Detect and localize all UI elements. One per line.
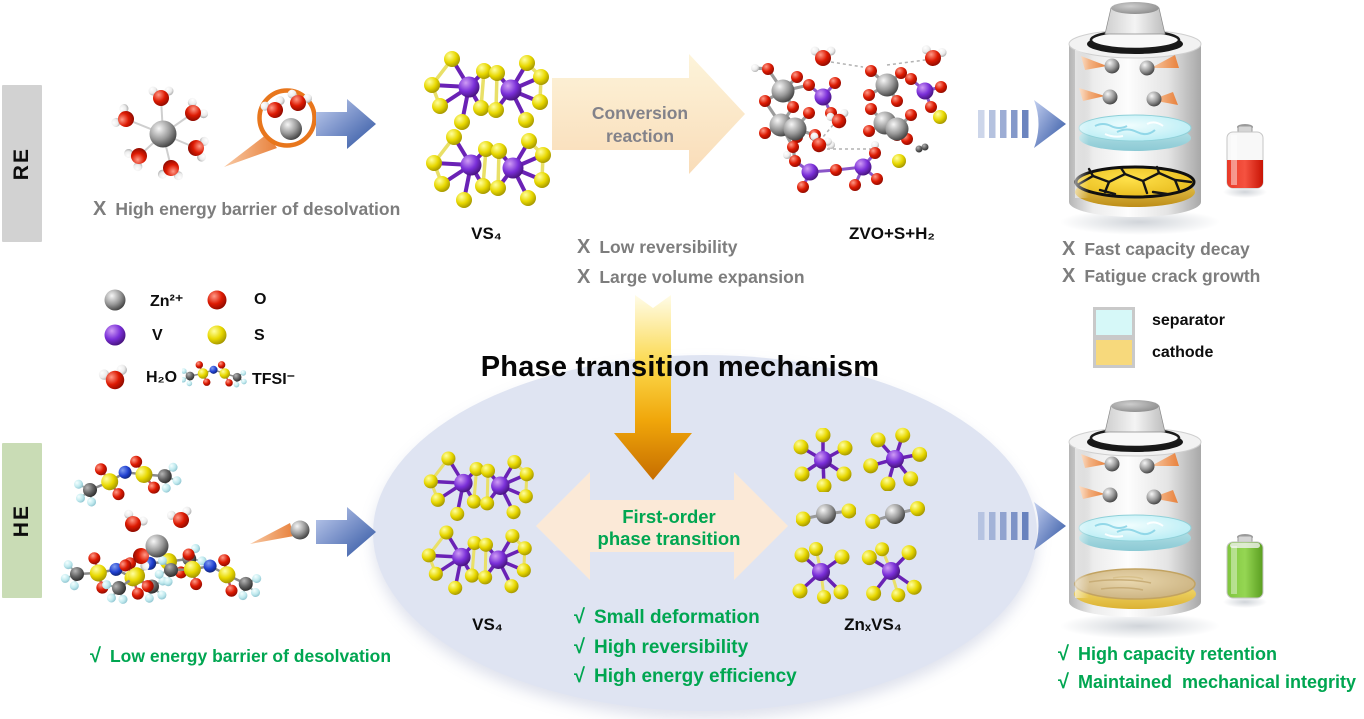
znxvs4-label: ZnₓVS₄ — [844, 615, 902, 634]
he-benefit-2: √ High reversibility — [574, 636, 748, 659]
re-desolvation-text: High energy barrier of desolvation — [115, 199, 401, 219]
battery-indicator-low-icon — [1223, 124, 1267, 198]
znxvs4-unit-linear-1 — [796, 502, 856, 528]
v-atom-icon — [104, 324, 126, 346]
cracked-cathode-disk — [1074, 165, 1196, 207]
vs4-label-re: VS₄ — [471, 224, 502, 243]
he-desolvation-note: √ Low energy barrier of desolvation — [90, 645, 391, 668]
legend-h2o-label: H₂O — [146, 369, 178, 386]
x-mark-icon: X — [1062, 238, 1076, 260]
he-battery-note-2: √ Maintained mechanical integrity — [1058, 671, 1356, 694]
re-row-tag: RE — [2, 85, 42, 242]
he-battery-note-1: √ High capacity retention — [1058, 643, 1277, 666]
zn-atom-icon — [104, 289, 126, 311]
cathode-legend-label: cathode — [1152, 344, 1214, 361]
he-flow-arrow-icon — [316, 507, 376, 557]
x-mark-icon: X — [93, 198, 107, 220]
x-mark-icon: X — [1062, 265, 1076, 287]
legend-s-label: S — [254, 327, 265, 344]
conversion-line1: Conversion — [591, 103, 689, 123]
zvo-product-structure — [751, 43, 949, 193]
check-mark-icon: √ — [574, 636, 585, 658]
re-battery-note-2-text: Fatigue crack growth — [1084, 266, 1261, 286]
zvo-label: ZVO+S+H₂ — [849, 224, 935, 243]
tfsi-molecule-icon — [182, 360, 248, 389]
zn-hexahydrate-cluster-icon — [108, 85, 212, 182]
he-row-tag: HE — [2, 443, 42, 598]
re-dashed-arrow-icon — [978, 100, 1066, 148]
check-mark-icon: √ — [574, 665, 585, 687]
first-order-line2: phase transition — [597, 528, 741, 549]
separator-disk — [1078, 114, 1192, 151]
separator-swatch — [1093, 307, 1135, 338]
he-battery-note-1-text: High capacity retention — [1077, 644, 1278, 664]
legend-v-label: V — [152, 327, 163, 344]
znxvs4-unit-star-1 — [791, 428, 855, 492]
znxvs4-unit-x-2 — [859, 539, 923, 603]
desolvation-zoom-callout-icon — [224, 87, 317, 167]
conversion-reaction-text: Conversion reaction — [570, 102, 710, 148]
re-flow-arrow-icon — [316, 99, 376, 149]
phase-transition-down-arrow — [614, 295, 692, 480]
re-battery-note-1-text: Fast capacity decay — [1084, 239, 1250, 259]
battery-cell-intact — [1060, 400, 1220, 639]
he-ion-transfer-icon — [250, 520, 310, 544]
x-mark-icon: X — [577, 266, 591, 288]
conversion-reaction-arrow — [552, 54, 745, 174]
legend-tfsi-label: TFSI⁻ — [252, 371, 296, 388]
check-mark-icon: √ — [1058, 671, 1069, 693]
check-mark-icon: √ — [90, 645, 101, 667]
znxvs4-unit-star-2 — [863, 427, 927, 491]
he-row-tag-label: HE — [10, 503, 33, 538]
separator-legend-label: separator — [1152, 312, 1225, 329]
legend-o-label: O — [254, 291, 267, 308]
znxvs4-unit-x-1 — [790, 540, 852, 604]
he-dashed-arrow-icon — [978, 502, 1066, 550]
separator-disk — [1078, 514, 1192, 551]
o-atom-icon — [207, 290, 227, 310]
vs4-structure-he — [420, 449, 536, 596]
he-benefit-1-text: Small deformation — [593, 607, 760, 628]
re-issue-2: X Large volume expansion — [577, 266, 805, 289]
check-mark-icon: √ — [1058, 643, 1069, 665]
he-benefit-3-text: High energy efficiency — [593, 666, 797, 687]
first-order-double-arrow — [536, 472, 788, 580]
re-issue-1: X Low reversibility — [577, 236, 737, 259]
he-benefit-2-text: High reversibility — [593, 637, 749, 658]
intact-cathode-disk — [1074, 568, 1196, 609]
re-battery-note-2: X Fatigue crack growth — [1062, 265, 1260, 288]
he-benefit-3: √ High energy efficiency — [574, 665, 797, 688]
re-issue-1-text: Low reversibility — [599, 237, 738, 257]
he-benefit-1: √ Small deformation — [574, 606, 760, 629]
vs4-structure-re — [422, 49, 553, 208]
battery-cell-degraded — [1060, 2, 1220, 235]
first-order-line1: First-order — [622, 506, 716, 527]
battery-indicator-full-icon — [1223, 534, 1267, 608]
h2o-molecule-icon — [96, 362, 133, 394]
legend-zn-label: Zn²⁺ — [150, 293, 184, 310]
re-issue-2-text: Large volume expansion — [599, 267, 805, 287]
re-desolvation-note: X High energy barrier of desolvation — [93, 198, 400, 221]
re-row-tag-label: RE — [10, 146, 33, 181]
vs4-label-he: VS₄ — [472, 615, 503, 634]
re-battery-note-1: X Fast capacity decay — [1062, 238, 1250, 261]
x-mark-icon: X — [577, 236, 591, 258]
he-desolvation-text: Low energy barrier of desolvation — [109, 646, 392, 666]
s-atom-icon — [207, 325, 227, 345]
tfsi-solvation-cluster — [57, 448, 267, 613]
znxvs4-unit-linear-2 — [865, 498, 925, 532]
he-battery-note-2-text: Maintained mechanical integrity — [1077, 672, 1357, 692]
cathode-swatch — [1093, 337, 1135, 368]
first-order-text: First-order phase transition — [556, 506, 782, 550]
conversion-line2: reaction — [605, 126, 675, 146]
check-mark-icon: √ — [574, 606, 585, 628]
figure-title: Phase transition mechanism — [480, 351, 880, 383]
